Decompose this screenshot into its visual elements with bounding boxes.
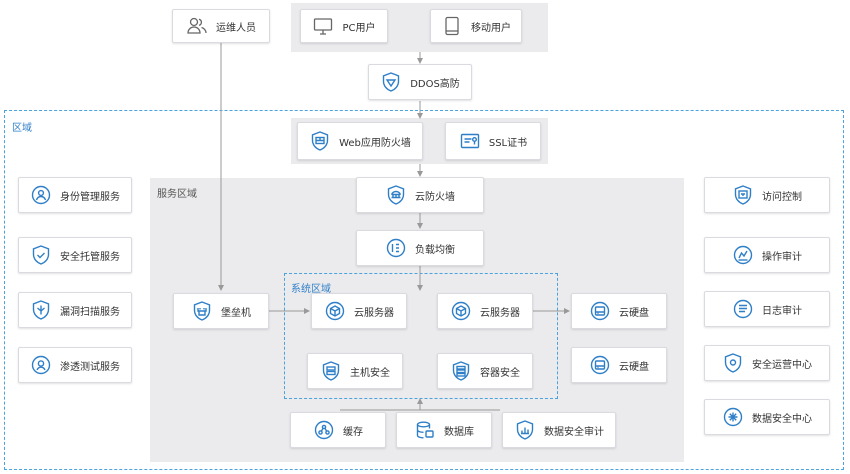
log-audit-node[interactable]: 日志审计 <box>704 291 830 327</box>
disk-icon <box>589 354 611 376</box>
access-control-icon <box>732 184 754 206</box>
database-icon <box>414 419 436 441</box>
db-audit-label: 数据安全审计 <box>544 426 604 438</box>
data-security-center-node[interactable]: 数据安全中心 <box>704 399 830 435</box>
certificate-icon <box>459 130 481 152</box>
service-region-label: 服务区域 <box>157 189 197 200</box>
operation-audit-icon <box>732 244 754 266</box>
users-icon <box>186 15 208 37</box>
pentest-icon <box>30 354 52 376</box>
system-region-label: 系统区域 <box>291 284 331 295</box>
mobile-user-label: 移动用户 <box>471 22 511 34</box>
cloud-firewall-node[interactable]: 云防火墙 <box>356 177 484 213</box>
access-control-node[interactable]: 访问控制 <box>704 177 830 213</box>
load-balancer-icon <box>385 237 407 259</box>
cloud-server-node-1[interactable]: 云服务器 <box>311 293 407 329</box>
identity-mgmt-node[interactable]: 身份管理服务 <box>18 177 132 213</box>
data-security-icon <box>722 406 744 428</box>
mobile-user-node[interactable]: 移动用户 <box>430 9 522 43</box>
waf-node[interactable]: Web应用防火墙 <box>297 122 423 160</box>
outer-region <box>4 110 844 470</box>
disk-icon <box>589 300 611 322</box>
identity-icon <box>30 184 52 206</box>
cloud-firewall-label: 云防火墙 <box>415 191 455 203</box>
log-icon <box>732 298 754 320</box>
log-audit-label: 日志审计 <box>762 305 802 317</box>
container-security-label: 容器安全 <box>480 367 520 379</box>
host-security-label: 主机安全 <box>350 367 390 379</box>
pc-user-label: PC用户 <box>342 22 376 34</box>
cloud-disk-node-1[interactable]: 云硬盘 <box>571 293 667 329</box>
firewall-icon <box>385 184 407 206</box>
soc-node[interactable]: 安全运营中心 <box>704 345 830 381</box>
cube-icon <box>324 300 346 322</box>
hosting-shield-icon <box>30 244 52 266</box>
tablet-icon <box>441 15 463 37</box>
ddos-node[interactable]: DDOS高防 <box>368 64 472 100</box>
vuln-scan-label: 漏洞扫描服务 <box>60 306 120 318</box>
operation-audit-node[interactable]: 操作审计 <box>704 237 830 273</box>
vuln-scan-node[interactable]: 漏洞扫描服务 <box>18 292 132 328</box>
host-security-icon <box>320 360 342 382</box>
audit-chart-icon <box>514 419 536 441</box>
cache-node[interactable]: 缓存 <box>290 412 386 448</box>
waf-label: Web应用防火墙 <box>339 137 411 149</box>
cloud-disk-node-2[interactable]: 云硬盘 <box>571 347 667 383</box>
ops-staff-label: 运维人员 <box>216 22 256 34</box>
container-security-node[interactable]: 容器安全 <box>437 353 533 389</box>
load-balancer-label: 负载均衡 <box>415 244 455 256</box>
pc-user-node[interactable]: PC用户 <box>300 9 388 43</box>
operation-audit-label: 操作审计 <box>762 251 802 263</box>
shield-icon <box>380 71 402 93</box>
monitor-icon <box>312 15 334 37</box>
ssl-label: SSL证书 <box>488 137 528 149</box>
cloud-disk-label-2: 云硬盘 <box>619 361 649 373</box>
ssl-node[interactable]: SSL证书 <box>445 122 541 160</box>
bastion-node[interactable]: 堡垒机 <box>173 293 269 329</box>
load-balancer-node[interactable]: 负载均衡 <box>356 230 484 266</box>
ops-staff-node[interactable]: 运维人员 <box>172 9 270 43</box>
cloud-server-label-2: 云服务器 <box>480 307 520 319</box>
bastion-label: 堡垒机 <box>221 307 251 319</box>
data-security-center-label: 数据安全中心 <box>752 413 812 425</box>
cube-icon <box>450 300 472 322</box>
access-control-label: 访问控制 <box>762 191 802 203</box>
database-node[interactable]: 数据库 <box>396 412 492 448</box>
soc-shield-icon <box>722 352 744 374</box>
security-hosting-node[interactable]: 安全托管服务 <box>18 237 132 273</box>
waf-shield-icon <box>309 130 331 152</box>
db-audit-node[interactable]: 数据安全审计 <box>502 412 616 448</box>
pentest-label: 渗透测试服务 <box>60 361 120 373</box>
cloud-disk-label-1: 云硬盘 <box>619 307 649 319</box>
ddos-label: DDOS高防 <box>410 78 460 90</box>
scan-shield-icon <box>30 299 52 321</box>
cache-label: 缓存 <box>343 426 363 438</box>
container-security-icon <box>450 360 472 382</box>
host-security-node[interactable]: 主机安全 <box>307 353 403 389</box>
identity-mgmt-label: 身份管理服务 <box>60 191 120 203</box>
pentest-node[interactable]: 渗透测试服务 <box>18 347 132 383</box>
bastion-icon <box>191 300 213 322</box>
database-label: 数据库 <box>444 426 474 438</box>
outer-region-label: 区域 <box>12 123 32 134</box>
cache-icon <box>313 419 335 441</box>
cloud-server-label-1: 云服务器 <box>354 307 394 319</box>
security-hosting-label: 安全托管服务 <box>60 251 120 263</box>
cloud-server-node-2[interactable]: 云服务器 <box>437 293 533 329</box>
soc-label: 安全运营中心 <box>752 359 812 371</box>
